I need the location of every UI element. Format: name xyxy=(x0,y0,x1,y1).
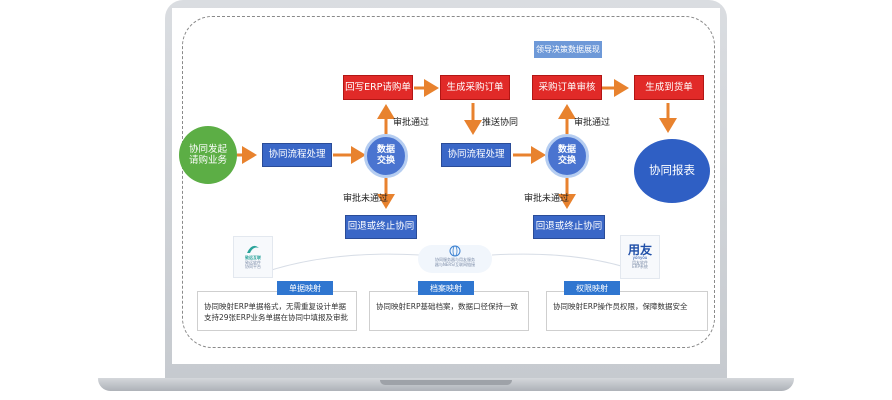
seeyon-logo-card: 致远互联 致远软件 协同平台 xyxy=(233,236,273,278)
push-label: 推送协同 xyxy=(482,118,519,128)
cloud-line2: 器与NERS/互联网链接 xyxy=(434,262,476,267)
dashed-frame xyxy=(182,16,715,348)
create-po-box: 生成采购订单 xyxy=(440,75,510,100)
yonyou-sub: yonyou xyxy=(632,254,648,260)
seeyon-logo-icon xyxy=(247,245,259,253)
seeyon-line1: 致远软件 xyxy=(245,259,261,265)
approve-pass-label-1: 审批通过 xyxy=(393,118,430,128)
process-box-2: 协同流程处理 xyxy=(441,143,511,167)
desc-box-2: 协同映射ERP基础档案，数据口径保持一致 xyxy=(369,291,529,331)
exchange1-line1: 数据 xyxy=(376,145,395,156)
map-tag-permissions: 权限映射 xyxy=(564,281,620,295)
approve-fail-label-1: 审批未通过 xyxy=(343,194,389,204)
po-audit-box: 采购订单审核 xyxy=(532,75,602,100)
globe-icon xyxy=(449,245,461,257)
report-circle: 协同报表 xyxy=(634,139,710,203)
cloud-shape: 协同服务器与用友服务 器与NERS/互联网链接 xyxy=(418,245,492,273)
decision-tag: 领导决策数据展现 xyxy=(534,41,602,58)
approve-pass-label-2: 审批通过 xyxy=(574,118,611,128)
reject-box-1: 回退或终止协同 xyxy=(345,215,417,239)
approve-fail-label-2: 审批未通过 xyxy=(524,194,570,204)
start-circle: 协同发起请购业务 xyxy=(179,126,237,184)
map-tag-archives: 档案映射 xyxy=(418,281,474,295)
reject-box-2: 回退或终止协同 xyxy=(533,215,605,239)
desc-box-1: 协同映射ERP单据格式，无需重复设计单据 支持29张ERP业务单据在协同中填报及… xyxy=(197,291,357,331)
laptop-notch xyxy=(380,380,512,385)
exchange2-line1: 数据 xyxy=(557,145,576,156)
start-line2: 请购业务 xyxy=(188,155,227,166)
exchange1-line2: 交换 xyxy=(376,156,395,166)
process-box-1: 协同流程处理 xyxy=(262,143,332,167)
exchange-circle-1: 数据交换 xyxy=(364,134,408,178)
yonyou-line1: 用友软件 xyxy=(632,259,648,265)
exchange-circle-2: 数据交换 xyxy=(545,134,589,178)
exchange2-line2: 交换 xyxy=(557,156,576,166)
desc-1-line1: 协同映射ERP单据格式，无需重复设计单据 xyxy=(204,302,346,311)
writeback-box: 回写ERP请购单 xyxy=(343,75,413,100)
cloud-line1: 协同服务器与用友服务 xyxy=(435,257,475,262)
seeyon-brand: 致远互联 xyxy=(245,254,261,260)
yonyou-logo-card: 用友 yonyou 用友软件 ERP系统 xyxy=(620,235,660,279)
seeyon-line2: 协同平台 xyxy=(245,264,261,270)
map-tag-documents: 单据映射 xyxy=(277,281,333,295)
start-line1: 协同发起 xyxy=(188,143,227,155)
yonyou-line2: ERP系统 xyxy=(632,264,648,270)
desc-2-line1: 协同映射ERP基础档案，数据口径保持一致 xyxy=(376,302,518,311)
desc-1-line2: 支持29张ERP业务单据在协同中填报及审批 xyxy=(204,312,349,322)
desc-3-line1: 协同映射ERP操作员权限，保障数据安全 xyxy=(553,302,688,311)
yonyou-brand: 用友 xyxy=(627,242,652,257)
desc-box-3: 协同映射ERP操作员权限，保障数据安全 xyxy=(546,291,708,331)
arrival-box: 生成到货单 xyxy=(634,75,704,100)
